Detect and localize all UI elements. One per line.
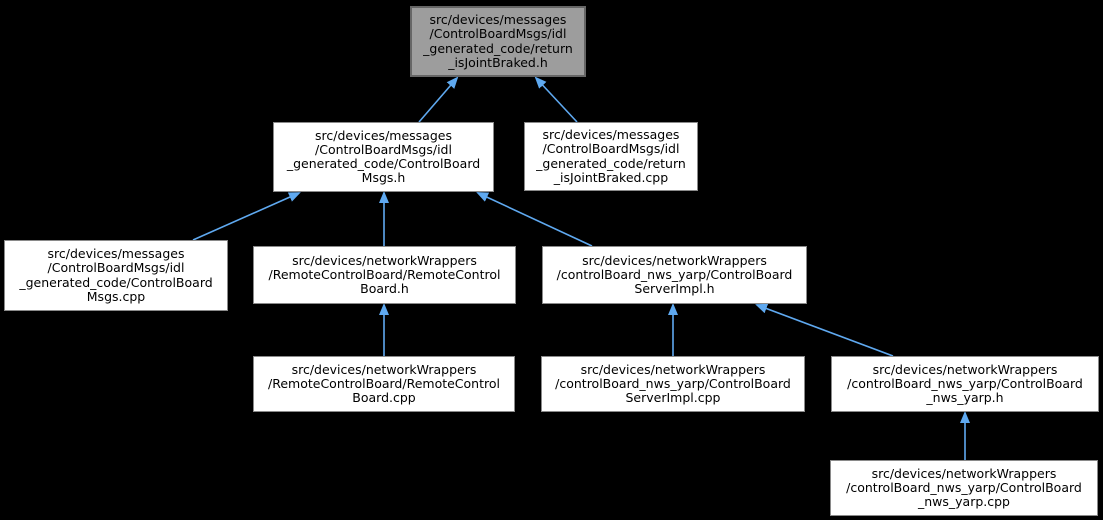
include-edge-ControlBoardMsgs_h-to-return_isJointBraked_h [418, 76, 459, 123]
include-edge-return_isJointBraked_cpp-to-return_isJointBraked_h [534, 76, 578, 123]
graph-node-ControlBoardMsgs_h[interactable]: src/devices/messages /ControlBoardMsgs/i… [273, 122, 494, 192]
graph-node-ControlBoard_nws_yarp_h[interactable]: src/devices/networkWrappers /controlBoar… [831, 356, 1099, 412]
graph-node-RemoteControlBoard_h[interactable]: src/devices/networkWrappers /RemoteContr… [253, 246, 516, 304]
graph-node-ControlBoard_nws_yarp_cpp[interactable]: src/devices/networkWrappers /controlBoar… [830, 460, 1098, 516]
graph-node-ControlBoardServerImpl_h[interactable]: src/devices/networkWrappers /controlBoar… [542, 246, 807, 304]
graph-node-ControlBoardServerImpl_cpp[interactable]: src/devices/networkWrappers /controlBoar… [541, 356, 805, 412]
graph-node-ControlBoardMsgs_cpp[interactable]: src/devices/messages /ControlBoardMsgs/i… [4, 240, 228, 311]
include-edge-ControlBoardServerImpl_h-to-ControlBoardMsgs_h [476, 192, 593, 247]
graph-node-RemoteControlBoard_cpp[interactable]: src/devices/networkWrappers /RemoteContr… [253, 356, 515, 412]
include-edge-ControlBoard_nws_yarp_h-to-ControlBoardServerImpl_h [755, 303, 894, 357]
include-edge-ControlBoardMsgs_cpp-to-ControlBoardMsgs_h [192, 192, 301, 241]
graph-node-return_isJointBraked_cpp[interactable]: src/devices/messages /ControlBoardMsgs/i… [524, 122, 698, 191]
graph-node-return_isJointBraked_h: src/devices/messages /ControlBoardMsgs/i… [410, 6, 586, 77]
